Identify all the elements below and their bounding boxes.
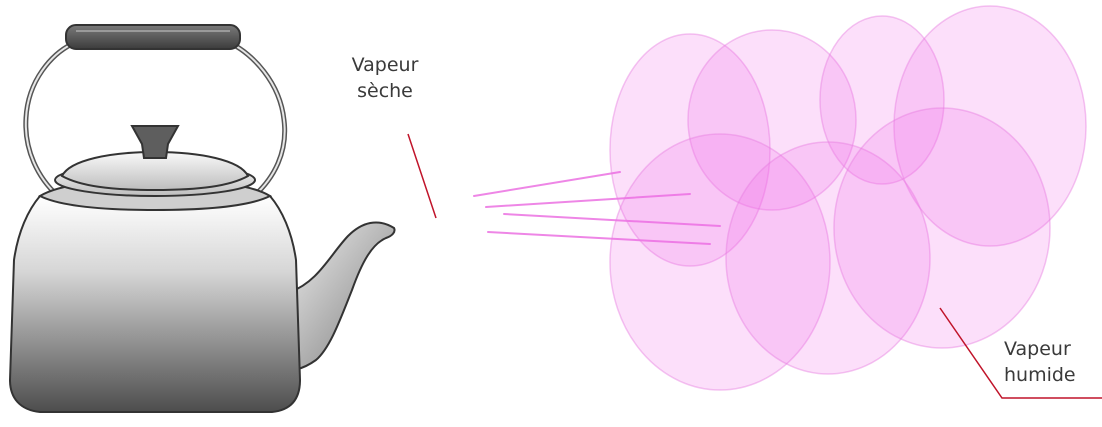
wet-steam-label: Vapeur humide <box>1004 336 1102 388</box>
kettle-body <box>10 196 300 412</box>
steam-stream <box>474 172 620 196</box>
dry-steam-label-line2: sèche <box>330 78 440 104</box>
kettle-grip <box>66 25 240 49</box>
steam-cloud-icon <box>610 6 1086 390</box>
dry-steam-label-line1: Vapeur <box>330 52 440 78</box>
wet-steam-label-line1: Vapeur <box>1004 336 1102 362</box>
dry-steam-leader <box>408 134 436 218</box>
wet-steam-label-line2: humide <box>1004 362 1102 388</box>
dry-steam-label: Vapeur sèche <box>330 52 440 104</box>
